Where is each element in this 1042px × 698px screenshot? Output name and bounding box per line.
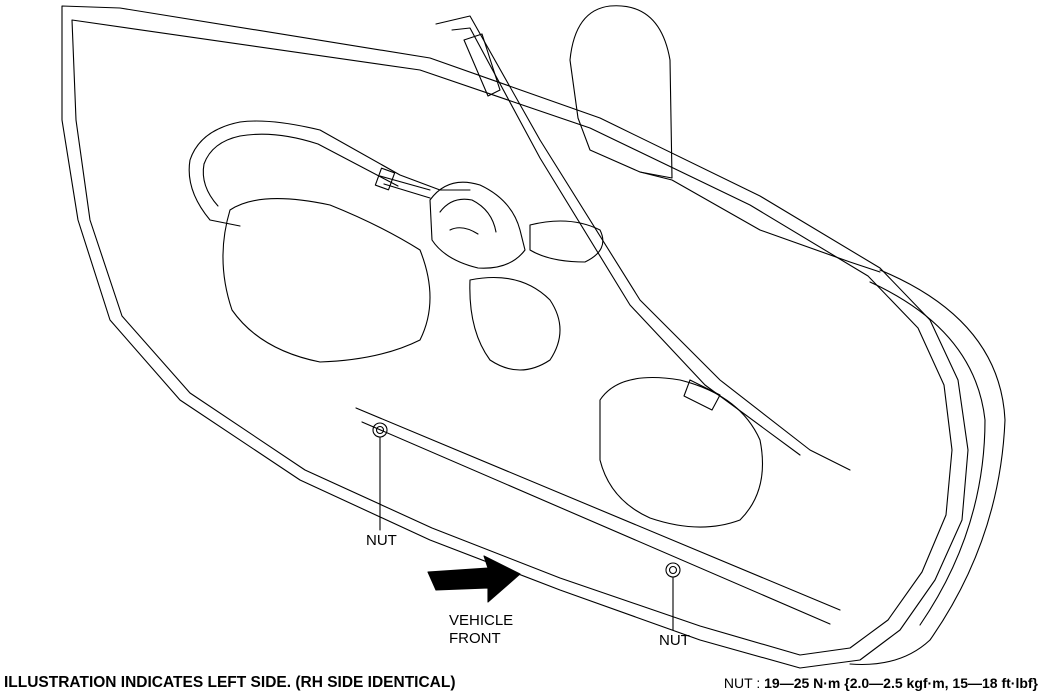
rod-clip [374,167,396,191]
door-rear-rim-inner [869,281,986,626]
service-hole-front [222,198,431,363]
lower-beltline-strip [355,407,841,611]
window-channel [435,15,851,471]
panel-rib-2 [683,379,721,411]
inner-handle-detail [439,198,497,235]
door-panel-illustration [61,5,1006,669]
vehicle-front-label-line2: FRONT [449,630,501,647]
nut-right-label: NUT [659,632,690,649]
nut-left-label: NUT [366,532,397,549]
vehicle-front-arrow [427,555,521,603]
speaker-cutout [469,277,561,371]
sash-lower [639,171,881,273]
latch-rod [379,175,431,199]
harness-left-loop-inner [202,135,241,207]
harness-loop-inner [239,133,399,187]
harness-left-loop [188,121,241,227]
torque-value: 19—25 N·m {2.0—2.5 kgf·m, 15—18 ft·lbf} [764,675,1038,691]
harness-loop-outer [239,120,471,191]
vehicle-front-label-line1: VEHICLE [449,612,514,629]
sash-upper [569,5,673,179]
window-channel-slot [463,33,501,97]
door-inner-edge [71,19,953,656]
service-hole-rear [599,377,763,528]
panel-rib-1 [529,220,604,263]
torque-label: NUT : [723,675,765,691]
nut-right-graphic [665,562,681,631]
inner-handle-assembly [429,181,526,269]
lower-beltline-strip-2 [361,421,831,625]
nut-left-graphic [372,422,388,531]
torque-spec: NUT : 19—25 N·m {2.0—2.5 kgf·m, 15—18 ft… [724,675,1038,691]
window-channel-inner [451,27,801,456]
door-outer-edge [61,5,969,669]
footer-note: ILLUSTRATION INDICATES LEFT SIDE. (RH SI… [4,674,456,691]
door-rear-rim [849,269,1006,666]
